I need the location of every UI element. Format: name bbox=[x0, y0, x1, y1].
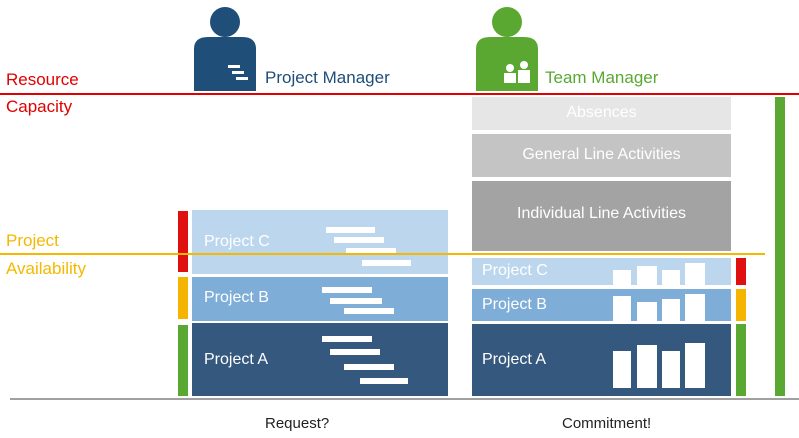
general-line-activities-label: General Line Activities bbox=[522, 146, 681, 163]
capacity-bar bbox=[637, 302, 657, 321]
commit-status-bar-yellow bbox=[736, 289, 746, 321]
gantt-bar bbox=[362, 260, 411, 266]
availability-label: Availability bbox=[6, 259, 87, 278]
capacity-bar bbox=[637, 345, 657, 388]
resource-label: Resource bbox=[6, 70, 79, 89]
commit-project-c-label: Project C bbox=[482, 262, 548, 279]
commit-project-c-block: Project C bbox=[472, 258, 731, 285]
status-bar-red bbox=[178, 211, 188, 272]
absences-label: Absences bbox=[566, 104, 637, 121]
general-line-activities-block: General Line Activities bbox=[472, 134, 731, 177]
commitment-label: Commitment! bbox=[562, 415, 652, 432]
gantt-bar bbox=[346, 248, 396, 254]
project-label: Project bbox=[6, 231, 59, 250]
request-project-c-label: Project C bbox=[204, 233, 270, 250]
request-project-a-block: Project A bbox=[192, 323, 448, 396]
individual-line-activities-label: Individual Line Activities bbox=[517, 205, 686, 222]
gantt-bar bbox=[326, 227, 375, 233]
individual-line-activities-block: Individual Line Activities bbox=[472, 181, 731, 251]
commit-status-bar-red bbox=[736, 258, 746, 285]
gantt-bar bbox=[344, 308, 394, 314]
capacity-bar bbox=[637, 266, 657, 285]
commit-project-b-label: Project B bbox=[482, 296, 547, 313]
status-bar-yellow bbox=[178, 277, 188, 319]
commit-project-b-block: Project B bbox=[472, 289, 731, 321]
commit-status-bar-green bbox=[736, 324, 746, 396]
request-project-b-block: Project B bbox=[192, 277, 448, 321]
capacity-bar bbox=[685, 343, 705, 388]
capacity-bar bbox=[685, 294, 705, 321]
baseline bbox=[10, 398, 799, 400]
commit-project-a-label: Project A bbox=[482, 351, 547, 368]
gantt-bar bbox=[360, 378, 408, 384]
gantt-bar bbox=[322, 287, 372, 293]
status-bar-green bbox=[178, 325, 188, 396]
capacity-bar bbox=[662, 351, 680, 388]
gantt-bar bbox=[344, 364, 394, 370]
gantt-bar bbox=[330, 298, 382, 304]
request-label: Request? bbox=[265, 415, 330, 432]
request-project-c-block: Project C bbox=[192, 210, 448, 274]
absences-block: Absences bbox=[472, 97, 731, 130]
team-manager-label: Team Manager bbox=[545, 68, 659, 87]
commit-project-a-block: Project A bbox=[472, 324, 731, 396]
project-availability-line bbox=[0, 253, 765, 255]
capacity-label: Capacity bbox=[6, 97, 73, 116]
capacity-bar bbox=[613, 270, 631, 285]
request-project-b-label: Project B bbox=[204, 289, 269, 306]
capacity-bar bbox=[613, 296, 631, 321]
gantt-bar bbox=[322, 336, 372, 342]
team-manager-icon bbox=[476, 7, 538, 91]
project-manager-icon bbox=[194, 7, 256, 91]
capacity-bar bbox=[685, 263, 705, 285]
gantt-bar bbox=[334, 237, 384, 243]
capacity-bar bbox=[662, 270, 680, 285]
request-project-a-label: Project A bbox=[204, 351, 269, 368]
project-manager-label: Project Manager bbox=[265, 68, 390, 87]
gantt-bar bbox=[330, 349, 380, 355]
capacity-bar bbox=[613, 351, 631, 388]
resource-capacity-line bbox=[0, 93, 799, 95]
capacity-total-bar bbox=[775, 97, 785, 396]
capacity-bar bbox=[662, 299, 680, 321]
